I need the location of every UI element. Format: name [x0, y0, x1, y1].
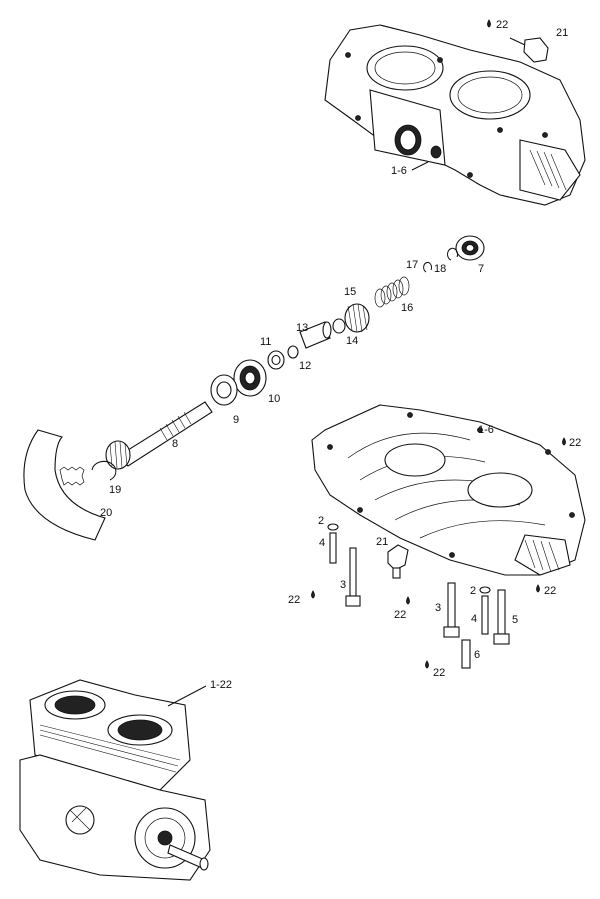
label-part-6: 6	[474, 649, 480, 661]
label-part-13: 13	[296, 322, 308, 334]
label-part-21-mid: 21	[376, 536, 388, 548]
label-top-1-6: 1-6	[391, 165, 407, 177]
label-part-19: 19	[109, 484, 121, 496]
upper-crankcase-half	[324, 24, 586, 206]
label-part-22-left: 22	[288, 594, 300, 606]
label-part-18: 18	[434, 263, 446, 275]
oil-drop-icon	[406, 596, 410, 605]
label-part-11: 11	[260, 336, 271, 348]
label-top-21: 21	[556, 27, 568, 39]
label-mid-1-6: 1-6	[478, 424, 494, 436]
label-part-20: 20	[100, 507, 112, 519]
label-part-8: 8	[172, 438, 178, 450]
assembled-engine	[19, 679, 211, 881]
oil-drop-icon	[562, 437, 566, 446]
oil-drop-icon	[311, 590, 315, 599]
lower-crankcase-half	[311, 404, 586, 576]
label-part-22-bottom: 22	[433, 667, 445, 679]
label-part-2-left: 2	[318, 515, 324, 527]
label-part-14: 14	[346, 335, 358, 347]
oil-drop-icon	[425, 660, 429, 669]
shaft-assembly	[23, 235, 485, 541]
oil-drop-icon	[487, 19, 491, 28]
label-part-12: 12	[299, 360, 311, 372]
label-part-22-center: 22	[394, 609, 406, 621]
label-part-7: 7	[478, 263, 484, 275]
label-part-4-right: 4	[471, 613, 477, 625]
label-part-5: 5	[512, 614, 518, 626]
label-part-16: 16	[401, 302, 413, 314]
label-top-22: 22	[496, 19, 508, 31]
label-part-17: 17	[406, 259, 418, 271]
label-part-9: 9	[233, 414, 239, 426]
label-part-4-left: 4	[319, 537, 325, 549]
label-part-22-right: 22	[544, 585, 556, 597]
label-engine-1-22: 1-22	[210, 679, 232, 691]
label-part-3-left: 3	[340, 579, 346, 591]
label-part-15: 15	[344, 286, 356, 298]
oil-drop-icon	[536, 584, 540, 593]
label-part-3-center: 3	[435, 602, 441, 614]
label-mid-22-right: 22	[569, 437, 581, 449]
label-part-2-right: 2	[470, 585, 476, 597]
fasteners	[327, 523, 510, 669]
label-part-10: 10	[268, 393, 280, 405]
